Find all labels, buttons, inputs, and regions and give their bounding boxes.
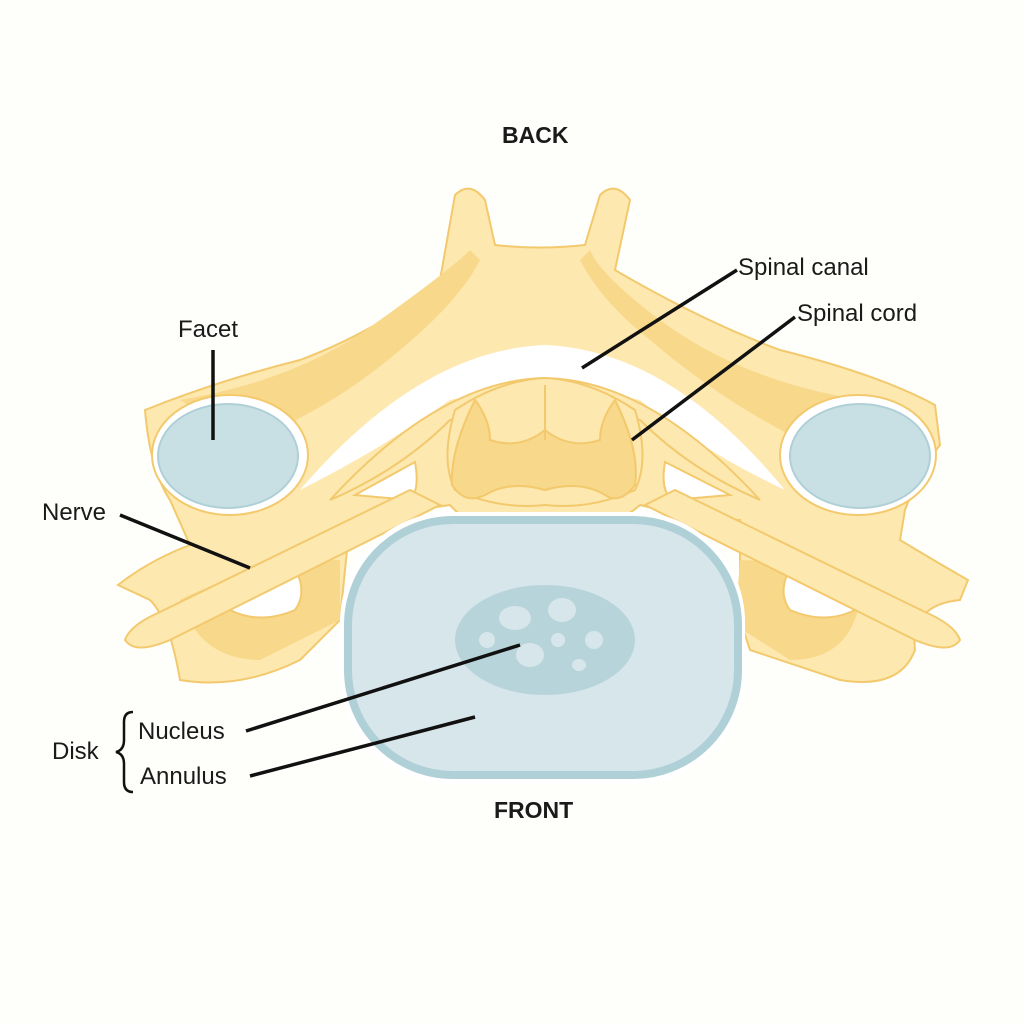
disk-brace	[115, 710, 134, 794]
nerve-right	[642, 488, 962, 649]
nucleus	[455, 585, 635, 695]
spinal-canal-label: Spinal canal	[738, 254, 869, 281]
nucleus-leader	[245, 643, 521, 733]
annulus-label: Annulus	[140, 763, 227, 790]
lamina-left	[180, 250, 480, 440]
spinal-cord-label: Spinal cord	[797, 300, 918, 327]
spinal-canal-leader	[581, 268, 738, 370]
facet-label: Facet	[178, 316, 239, 343]
nerve-label: Nerve	[42, 499, 107, 526]
facet-left	[157, 403, 299, 509]
nerve-left	[123, 488, 443, 649]
nucleus-spots	[479, 598, 603, 671]
facet-right	[789, 403, 931, 509]
back-label: BACK	[502, 122, 569, 148]
gray-matter	[450, 398, 637, 500]
nucleus-label: Nucleus	[138, 718, 225, 745]
spinal-cord-leader	[630, 315, 797, 442]
lamina-right	[580, 250, 860, 440]
nerve-leader	[119, 513, 251, 570]
front-label: FRONT	[494, 797, 574, 823]
spinal-canal	[300, 345, 785, 490]
annulus-leader	[249, 715, 476, 778]
disk-label: Disk	[52, 738, 99, 765]
